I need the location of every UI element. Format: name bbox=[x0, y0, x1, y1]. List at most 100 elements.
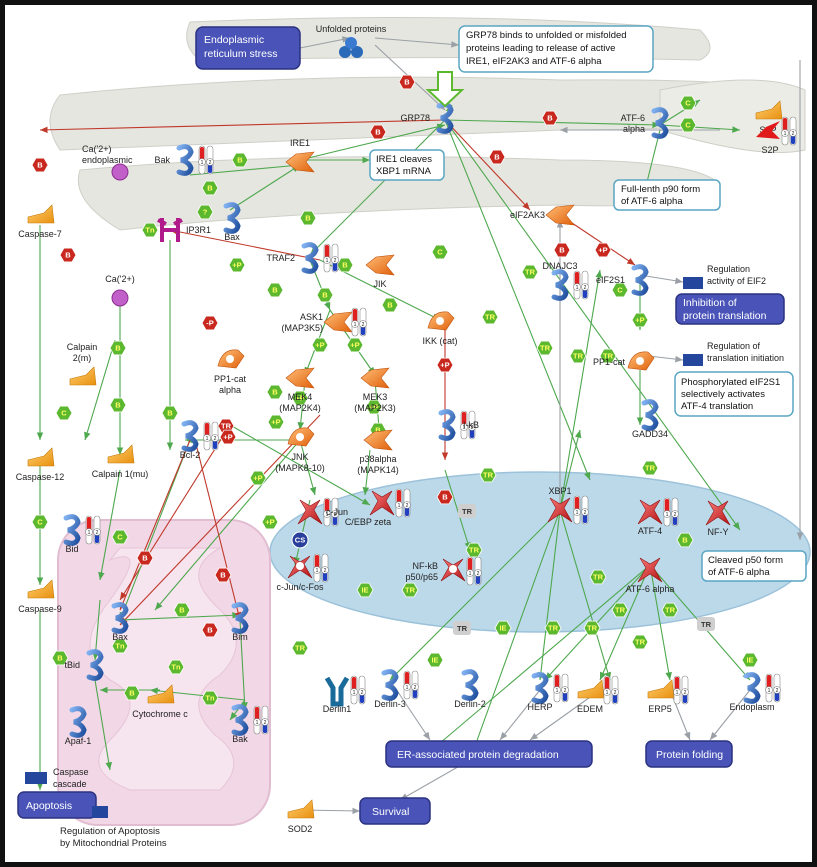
process-folding[interactable]: Protein folding bbox=[645, 740, 733, 768]
badge-binding-text: B bbox=[237, 156, 243, 165]
process-apoptosis[interactable]: Apoptosis bbox=[17, 791, 97, 819]
edge-47 bbox=[529, 689, 601, 741]
expression-label: 2 bbox=[209, 160, 212, 166]
node-atf6-alpha[interactable]: ATF-6 alpha bbox=[626, 557, 675, 594]
regulation-translation: Regulation of translation initiation bbox=[683, 341, 784, 366]
node-p38[interactable]: p38alpha(MAPK14) bbox=[357, 429, 399, 475]
node-ire1[interactable]: IRE1 bbox=[285, 138, 315, 173]
node-ip3r1[interactable]: IP3R1 bbox=[157, 218, 211, 242]
node-eif2ak3[interactable]: eIF2AK3 bbox=[510, 204, 575, 226]
badge-phos-text: +P bbox=[253, 474, 262, 483]
node-sod2[interactable]: SOD2 bbox=[287, 799, 315, 834]
badge-catalysis: C bbox=[611, 282, 629, 298]
node-grp78[interactable]: GRP78 bbox=[400, 102, 454, 134]
node-label-atf6: ATF-6 bbox=[621, 113, 645, 123]
node-unfolded[interactable]: Unfolded proteins bbox=[316, 24, 387, 58]
badge-transcription-text: TR bbox=[603, 352, 614, 361]
expression-label: 1 bbox=[201, 160, 204, 166]
badge-binding: B bbox=[173, 602, 191, 618]
node-jnk[interactable]: JNK(MAPK8-10) bbox=[275, 427, 325, 473]
badge-binding-text: B bbox=[682, 536, 688, 545]
badge-transcription: TR bbox=[641, 460, 659, 476]
badge-catalysis-text: C bbox=[437, 248, 443, 257]
badge-catalysis: C bbox=[31, 514, 49, 530]
node-derlin2[interactable]: Derlin-2 bbox=[454, 669, 486, 709]
node-mek3[interactable]: MEK3(MAP2K3) bbox=[354, 367, 396, 413]
node-ca-er[interactable]: Ca('2+)endoplasmic bbox=[82, 144, 133, 181]
node-label-calpain1: Calpain 1(mu) bbox=[92, 469, 149, 479]
node-tbid[interactable]: tBid bbox=[64, 649, 104, 681]
badge-catalysis-text: C bbox=[61, 409, 67, 418]
badge-transcription: TR bbox=[661, 602, 679, 618]
badge-unknown-text: ? bbox=[203, 208, 208, 217]
node-label-caspase12: Caspase-12 bbox=[16, 472, 65, 482]
node-jik[interactable]: JIK bbox=[365, 254, 395, 289]
node-apaf1[interactable]: Apaf-1 bbox=[65, 706, 92, 746]
node-label-herp: HERP bbox=[527, 702, 552, 712]
edge-33 bbox=[119, 424, 231, 601]
process-survival[interactable]: Survival bbox=[359, 797, 431, 825]
node-caspase12[interactable]: Caspase-12 bbox=[16, 447, 65, 482]
expression-label: 2 bbox=[361, 690, 364, 696]
badge-binding: B bbox=[369, 124, 387, 140]
expression-label: 2 bbox=[324, 568, 327, 574]
node-ca-cyto[interactable]: Ca('2+) bbox=[105, 274, 135, 307]
process-inhibition[interactable]: Inhibition of protein translation bbox=[675, 293, 785, 325]
node-bax-top[interactable]: Bax bbox=[223, 202, 241, 242]
node-calpain1[interactable]: Calpain 1(mu) bbox=[92, 444, 149, 479]
node-label-eif2ak3: eIF2AK3 bbox=[510, 210, 545, 220]
expression-label: 1 bbox=[398, 503, 401, 509]
badge-phos: +P bbox=[631, 312, 649, 328]
node-cytc[interactable]: Cytochrome c bbox=[132, 684, 188, 719]
node-caspase7[interactable]: Caspase-7 bbox=[18, 204, 62, 239]
badge-binding: B bbox=[109, 397, 127, 413]
edge-69 bbox=[229, 164, 301, 211]
node-bim[interactable]: Bim bbox=[231, 602, 249, 642]
badge-transcription-text: TR bbox=[405, 586, 416, 595]
expression-label: 2 bbox=[406, 503, 409, 509]
node-eif2s1[interactable]: eIF2S1 bbox=[596, 264, 649, 296]
badge-transcription: TR bbox=[569, 348, 587, 364]
node-gadd34[interactable]: GADD34 bbox=[632, 399, 668, 439]
expression-label: 2 bbox=[584, 510, 587, 516]
process-er-stress[interactable]: Endoplasmic reticulum stress bbox=[195, 26, 301, 70]
badge-transport-text: Tn bbox=[171, 663, 181, 672]
badge-binding-text: B bbox=[375, 128, 381, 137]
node-nfy[interactable]: NF-Y bbox=[705, 500, 731, 537]
caspase-cascade-line1: Caspase bbox=[53, 767, 89, 777]
badge-phos: +P bbox=[365, 399, 383, 415]
node-caspase9[interactable]: Caspase-9 bbox=[18, 579, 62, 614]
node-bax-mito[interactable]: Bax bbox=[111, 602, 129, 642]
node-ikk[interactable]: IKK (cat) bbox=[422, 311, 458, 346]
node-pp1cat-right[interactable]: PP1-cat bbox=[593, 351, 655, 371]
process-erad[interactable]: ER-associated protein degradation bbox=[385, 740, 593, 768]
badge-transcription-text: TR bbox=[593, 573, 604, 582]
node-mek4[interactable]: MEK4(MAP2K4) bbox=[279, 367, 321, 413]
badge-phos: +P bbox=[249, 470, 267, 486]
